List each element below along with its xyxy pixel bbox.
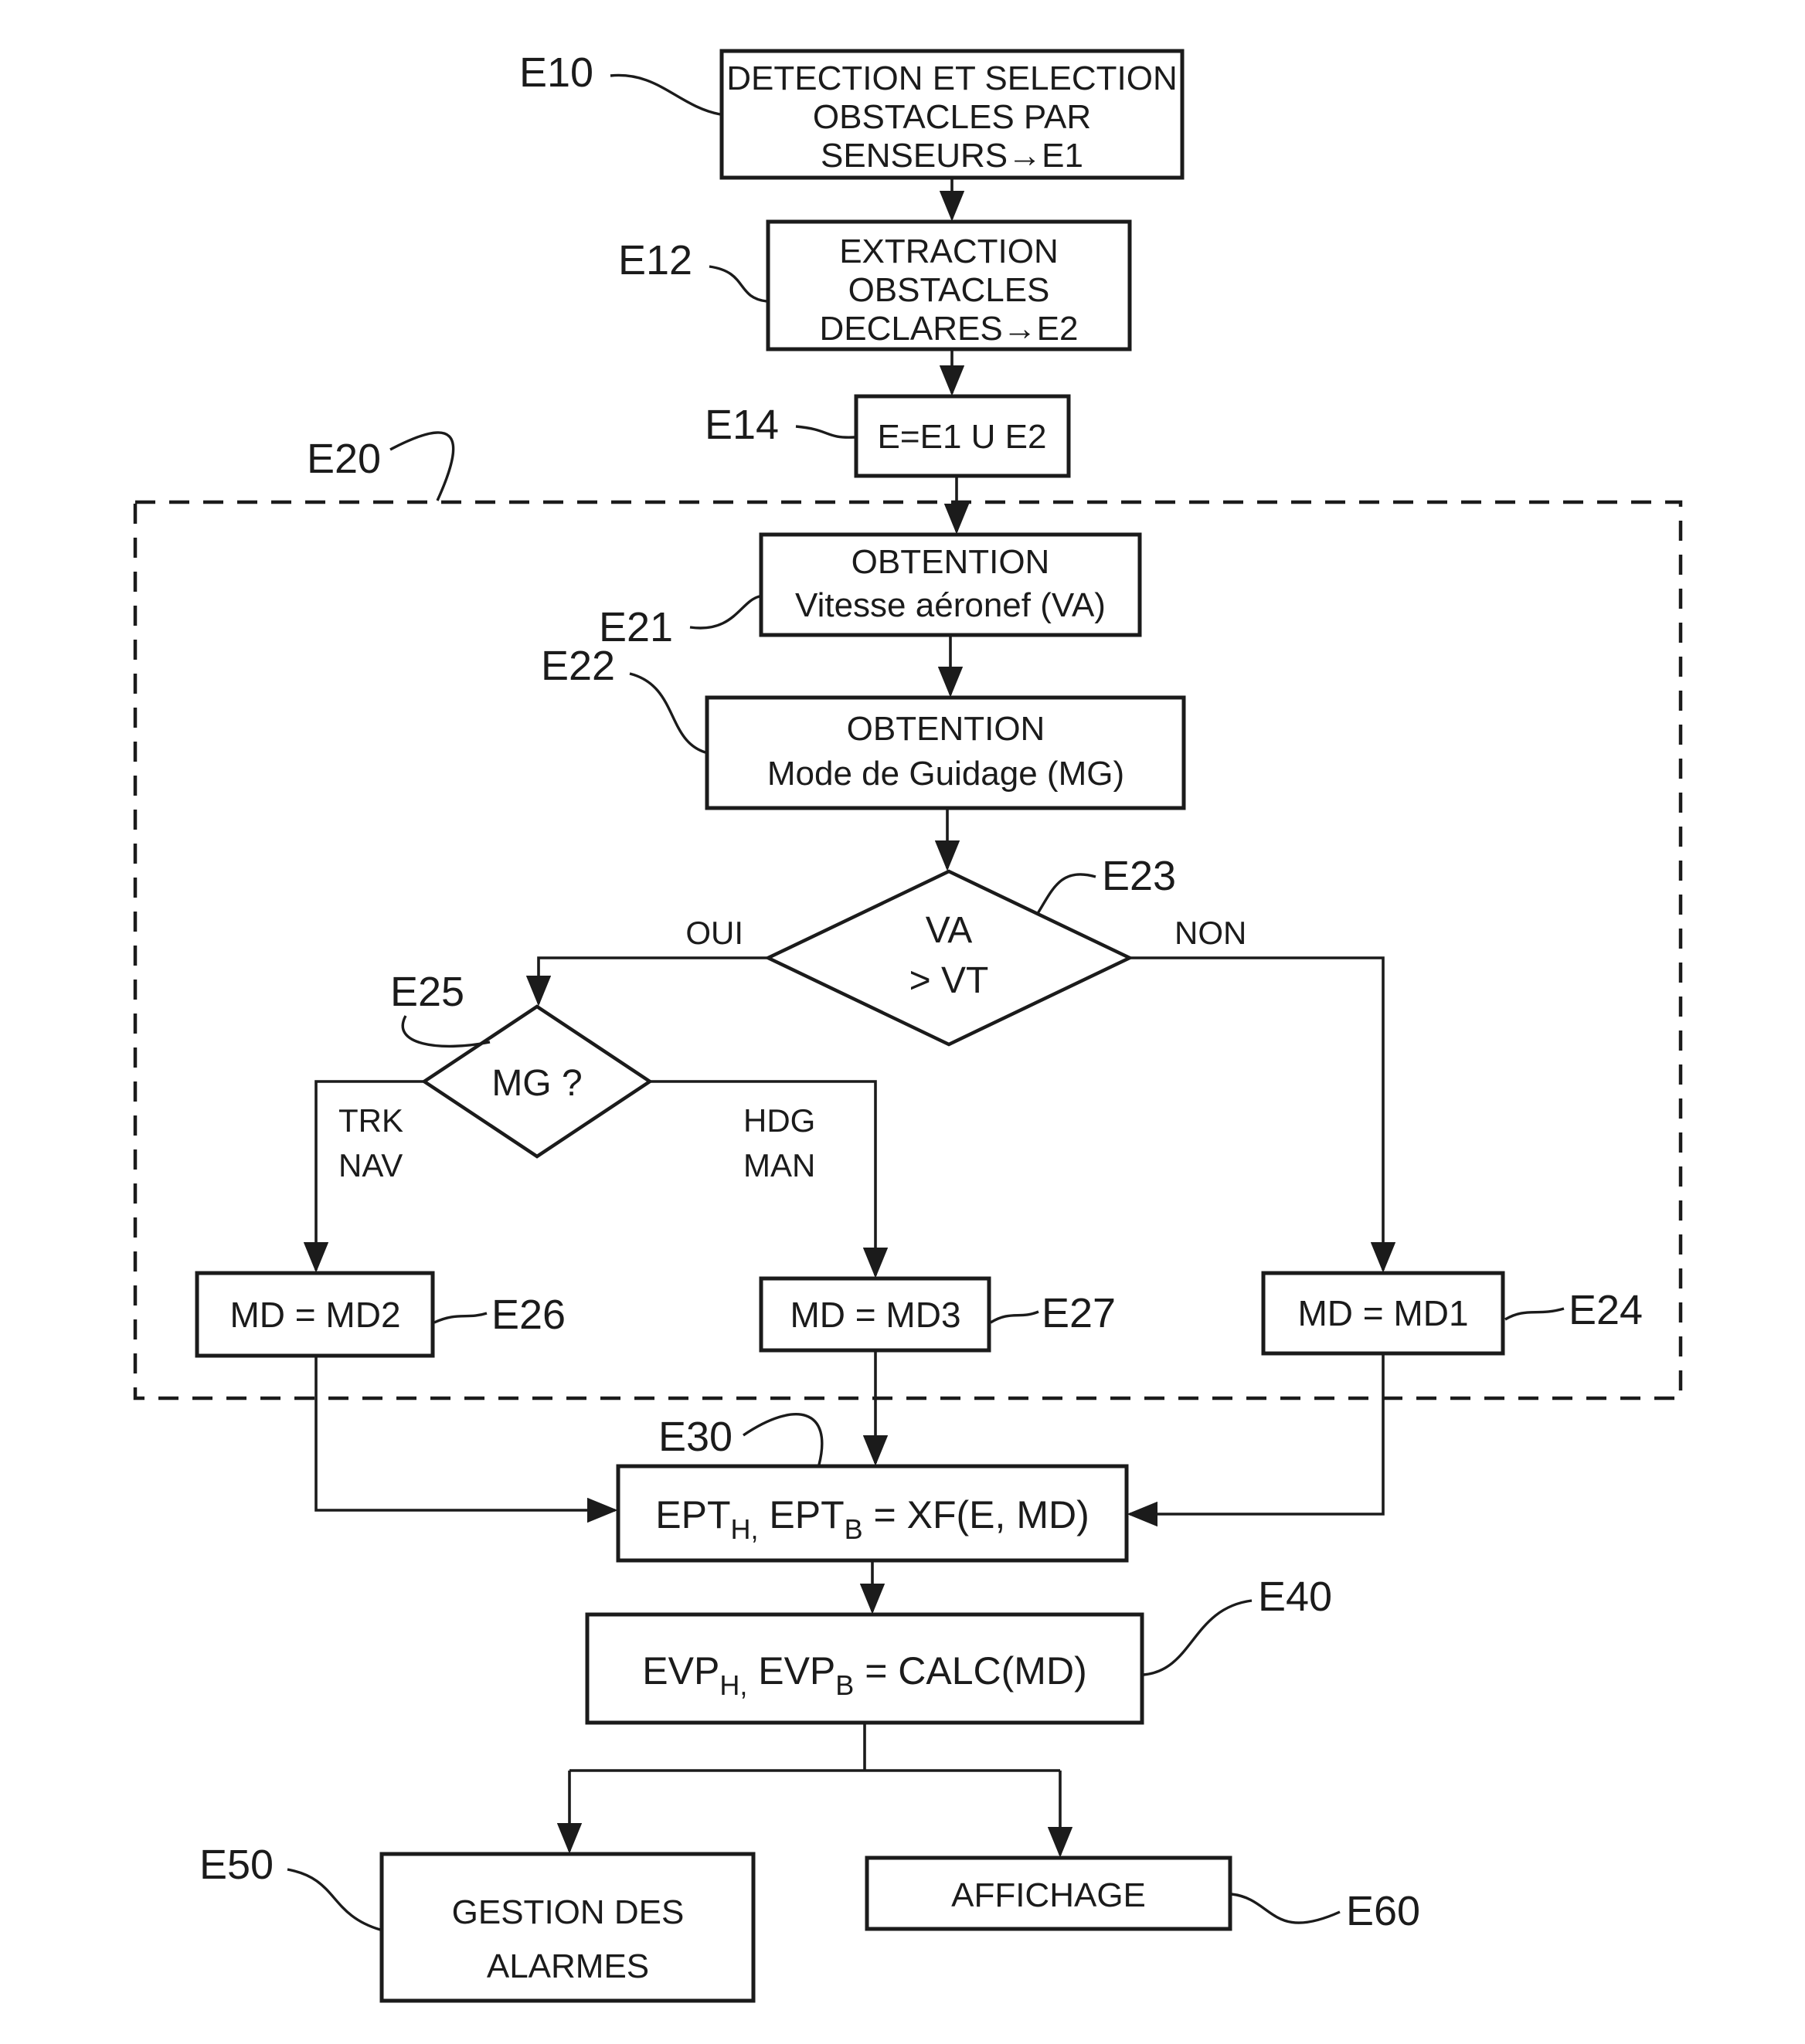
leader-e12: [709, 265, 767, 303]
ref-label-e25: E25: [390, 969, 464, 1015]
leader-e26: [433, 1312, 488, 1324]
e20-dashed-group-box: [133, 500, 1683, 1401]
e10-line2: OBSTACLES PAR: [813, 98, 1091, 136]
ref-label-e12: E12: [618, 237, 692, 284]
ref-label-e50: E50: [199, 1842, 274, 1888]
e40-formula: EVPH, EVPB = CALC(MD): [642, 1649, 1086, 1701]
leader-e20: [389, 431, 455, 501]
branch-label-hdg: HDG: [743, 1102, 815, 1139]
branch-label-nav: NAV: [338, 1147, 403, 1183]
decision-e25: MG ?: [420, 1004, 654, 1159]
leader-e60: [1231, 1893, 1341, 1924]
ref-label-e23: E23: [1102, 853, 1176, 899]
branch-label-oui: OUI: [685, 915, 743, 951]
leader-e14: [795, 425, 855, 439]
e23-line2: > VT: [909, 960, 989, 1001]
path-trk-e25-e26: [303, 1080, 424, 1273]
e50-line2: ALARMES: [487, 1947, 649, 1985]
e26-label: MD = MD2: [229, 1295, 400, 1335]
e21-line2: Vitesse aéronef (VA): [795, 586, 1106, 624]
path-hdg-e25-e27: [650, 1080, 889, 1278]
ref-label-e60: E60: [1346, 1888, 1420, 1934]
leader-e24: [1504, 1307, 1565, 1321]
node-e10: DETECTION ET SELECTION OBSTACLES PAR SEN…: [719, 49, 1185, 180]
node-e27: MD = MD3: [759, 1276, 991, 1353]
branch-label-non: NON: [1174, 915, 1246, 951]
branch-label-trk: TRK: [338, 1102, 403, 1139]
e27-label: MD = MD3: [790, 1295, 960, 1335]
node-e14: E=E1 U E2: [854, 394, 1071, 478]
e14-label: E=E1 U E2: [878, 418, 1047, 456]
leader-e27: [990, 1310, 1039, 1324]
leader-e10: [610, 73, 721, 116]
path-e40-split: [569, 1723, 1060, 1772]
e12-line3: DECLARES→E2: [819, 310, 1078, 348]
node-e22: OBTENTION Mode de Guidage (MG): [705, 695, 1186, 810]
node-e50: GESTION DES ALARMES: [379, 1852, 756, 2003]
ref-label-e14: E14: [705, 402, 779, 448]
e24-label: MD = MD1: [1297, 1293, 1468, 1333]
ref-label-e10: E10: [519, 49, 593, 96]
path-oui-e23-e25: [525, 956, 768, 1007]
ref-label-e26: E26: [491, 1292, 566, 1338]
ref-label-e27: E27: [1042, 1290, 1116, 1336]
path-e26-e30: [314, 1356, 618, 1523]
leader-e23: [1035, 873, 1096, 915]
node-e21: OBTENTION Vitesse aéronef (VA): [759, 532, 1142, 637]
e25-label: MG ?: [491, 1063, 582, 1104]
e12-line1: EXTRACTION: [839, 233, 1059, 270]
e30-formula: EPTH, EPTB = XF(E, MD): [655, 1493, 1089, 1545]
node-e26: MD = MD2: [195, 1271, 435, 1358]
leader-e25: [401, 1015, 491, 1048]
leader-e30: [743, 1413, 824, 1465]
branch-label-man: MAN: [743, 1147, 815, 1183]
leader-e50: [287, 1868, 381, 1931]
path-e24-e30: [1127, 1353, 1385, 1527]
path-non-e23-e24: [1130, 956, 1396, 1273]
e10-line1: DETECTION ET SELECTION: [726, 59, 1178, 97]
e21-line1: OBTENTION: [852, 543, 1050, 581]
e50-line1: GESTION DES: [452, 1893, 685, 1931]
leader-e40: [1143, 1599, 1253, 1676]
node-e30: EPTH, EPTB = XF(E, MD): [616, 1464, 1129, 1563]
ref-label-e20: E20: [307, 436, 381, 482]
leader-e21: [689, 595, 760, 630]
node-e60: AFFICHAGE: [865, 1856, 1232, 1931]
leader-e22: [629, 672, 706, 754]
node-e24: MD = MD1: [1261, 1271, 1505, 1356]
ref-label-e30: E30: [658, 1414, 733, 1460]
e22-line2: Mode de Guidage (MG): [767, 755, 1124, 793]
e60-label: AFFICHAGE: [951, 1876, 1146, 1914]
node-e40: EVPH, EVPB = CALC(MD): [585, 1612, 1144, 1725]
node-e12: EXTRACTION OBSTACLES DECLARES→E2: [766, 219, 1132, 351]
ref-label-e24: E24: [1569, 1287, 1643, 1333]
decision-e23: VA > VT: [763, 869, 1134, 1047]
e12-line2: OBSTACLES: [848, 271, 1050, 309]
e22-line1: OBTENTION: [847, 710, 1045, 748]
ref-label-e40: E40: [1258, 1574, 1332, 1620]
ref-label-e22: E22: [541, 643, 615, 689]
e23-line1: VA: [926, 910, 972, 951]
e10-line3: SENSEURS→E1: [821, 137, 1083, 175]
ref-label-e21: E21: [599, 604, 673, 650]
